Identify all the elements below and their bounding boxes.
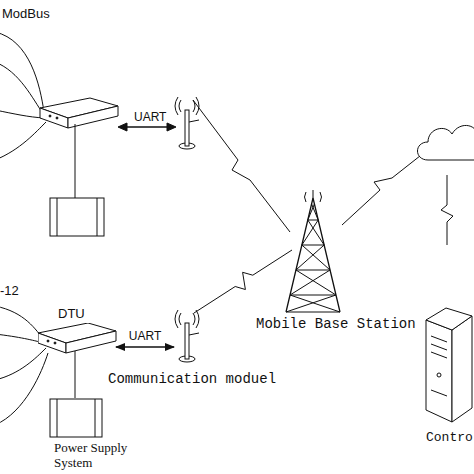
drawing-stroke: [302, 220, 318, 245]
field-wire: [0, 110, 44, 118]
drawing-stroke: [38, 333, 66, 353]
drawing-stroke: [313, 190, 314, 198]
drawing-stroke: [290, 295, 340, 312]
drawing-stroke: [312, 204, 319, 220]
led: [49, 115, 51, 117]
power-supply-outline: [48, 398, 104, 438]
drawing-stroke: [54, 342, 56, 344]
power-wire: [75, 124, 76, 198]
field-wire: [0, 122, 46, 160]
antenna: [175, 97, 199, 149]
drawing-stroke: [38, 323, 116, 353]
power-supply: [50, 198, 104, 236]
dtu-box-outline: [38, 323, 118, 355]
drawing-stroke: [185, 323, 189, 359]
communication-module: Communication moduel: [108, 305, 276, 387]
power-supply-line: [97, 198, 98, 236]
field-wire: [0, 32, 44, 112]
communication-module-outline: [172, 305, 202, 365]
drawing-stroke: [95, 399, 96, 437]
radio-wave: [175, 97, 199, 115]
drawing-stroke: [290, 270, 330, 295]
drawing-stroke: [296, 245, 324, 270]
led: [56, 117, 58, 119]
protocol-label: -12: [0, 283, 19, 298]
protocol-label: ModBus: [2, 6, 50, 21]
drawing-stroke: [296, 270, 336, 295]
cloud: [418, 125, 474, 160]
drawing-stroke: [286, 295, 336, 312]
wireless-link: [342, 152, 425, 225]
wireless-link: [194, 250, 292, 313]
base-station-tower-outline: [278, 190, 348, 314]
drawing-stroke: [66, 331, 116, 353]
box-face: [40, 108, 68, 128]
node-label: Power Supply System: [48, 438, 154, 470]
base-station-tower: Mobile Base Station: [256, 190, 416, 332]
drawing-stroke: [296, 270, 330, 271]
drawing-stroke: [175, 310, 199, 328]
power-supply-line: [57, 198, 58, 236]
arrow-head: [118, 123, 127, 131]
drawing-stroke: [57, 399, 58, 437]
dtu-box: DTU: [38, 306, 118, 355]
connector: [75, 351, 76, 398]
drawing-stroke: [286, 312, 340, 313]
node-label: DTU: [38, 306, 118, 323]
field-wire: [0, 306, 44, 340]
wireless-link: [441, 175, 453, 245]
control-server-outline: [422, 300, 474, 424]
power-supply: Power Supply System: [48, 398, 154, 470]
arrow-head: [167, 123, 176, 131]
control-server: Contro: [422, 300, 474, 445]
drawing-stroke: [452, 316, 472, 422]
drawing-stroke: [302, 245, 330, 270]
drawing-stroke: [47, 340, 49, 342]
node-label: Mobile Base Station: [256, 314, 416, 332]
connector: [116, 346, 174, 348]
drawing-stroke: [302, 245, 324, 246]
field-wire: [0, 334, 44, 343]
drawing-stroke: [308, 204, 315, 220]
drawing-stroke: [426, 308, 472, 330]
drawing-stroke: [426, 320, 452, 422]
drawing-stroke: [305, 192, 322, 202]
drawing-stroke: [290, 295, 336, 296]
node-label: Contro: [422, 424, 474, 445]
antenna-pole: [185, 110, 189, 146]
field-wire: [0, 353, 48, 425]
node-label: Communication moduel: [108, 365, 276, 387]
field-wire: [0, 62, 44, 115]
wireless-link: [193, 100, 290, 232]
edge-label: UART: [127, 329, 163, 343]
antenna-mast: [189, 120, 199, 122]
drawing-stroke: [431, 336, 447, 396]
drawing-stroke: [308, 220, 318, 221]
drawing-stroke: [50, 399, 102, 437]
uart-arrow: [124, 126, 170, 128]
drawing-stroke: [189, 333, 199, 335]
drawing-stroke: [286, 198, 340, 312]
dtu-box: [40, 98, 118, 128]
drawing-stroke: [437, 373, 441, 377]
interface-label: UART: [134, 110, 166, 124]
